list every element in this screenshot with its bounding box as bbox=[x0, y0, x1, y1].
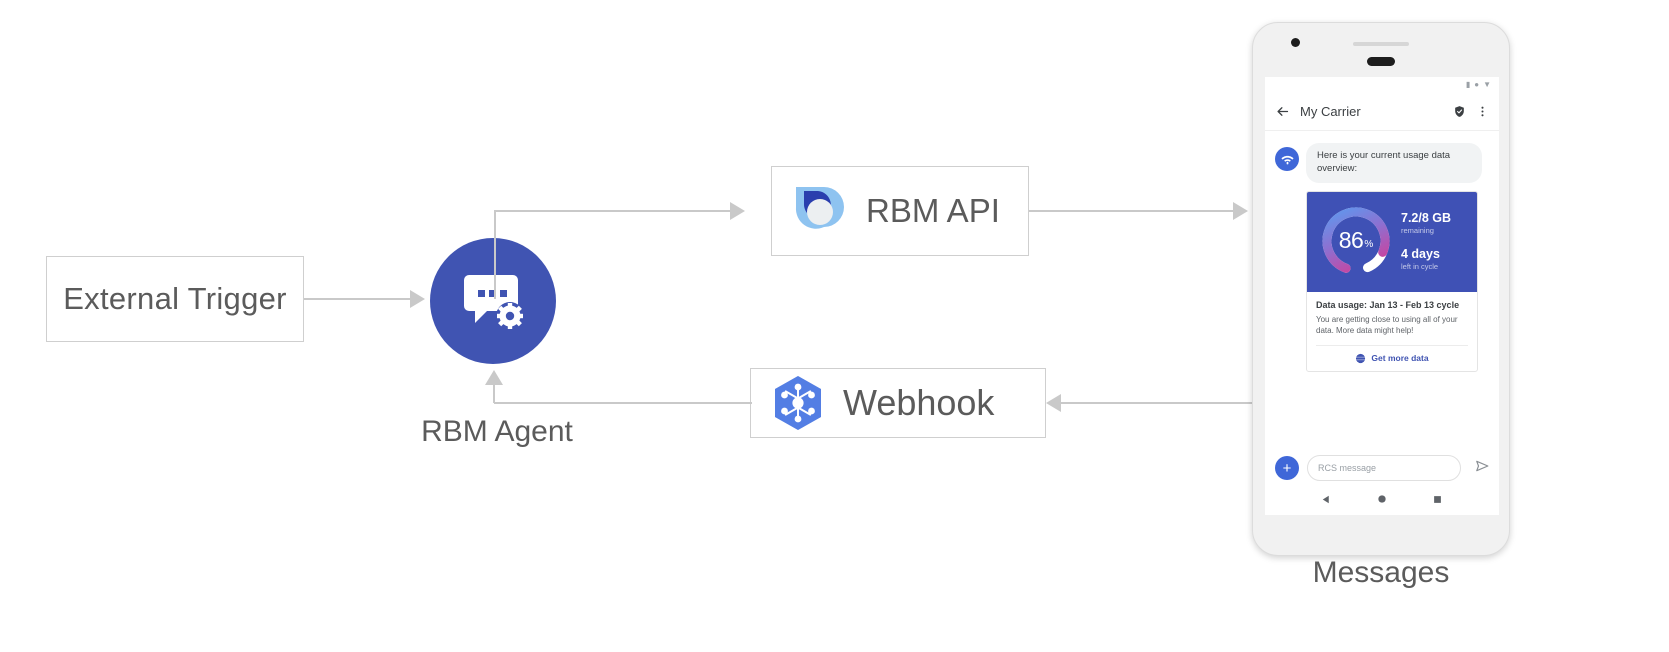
rcs-message-input[interactable]: RCS message bbox=[1307, 455, 1461, 481]
usage-stats: 7.2/8 GB remaining 4 days left in cycle bbox=[1401, 211, 1467, 271]
arrowhead-webhook-to-agent bbox=[485, 370, 503, 385]
back-triangle-icon[interactable] bbox=[1322, 491, 1331, 509]
phone-earpiece bbox=[1367, 57, 1395, 66]
arrowhead-agent-to-rbmapi bbox=[730, 202, 745, 220]
rbm-api-logo-icon bbox=[795, 187, 844, 229]
phone-speaker-grille bbox=[1353, 42, 1409, 46]
node-rbm-agent[interactable] bbox=[430, 238, 556, 364]
node-rbm-api[interactable]: RBM API bbox=[771, 166, 1029, 256]
phone-front-camera bbox=[1291, 38, 1300, 47]
node-webhook[interactable]: Webhook bbox=[750, 368, 1046, 438]
usage-gauge: 86 % bbox=[1317, 202, 1395, 280]
status-bar: ▮ ● ▼ bbox=[1265, 77, 1499, 93]
signal-icon: ▮ bbox=[1465, 80, 1471, 89]
arrowhead-trigger-to-agent bbox=[410, 290, 425, 308]
chat-gear-icon bbox=[464, 275, 524, 330]
connector-agent-up-from-webhook bbox=[493, 385, 495, 403]
webhook-hexagon-icon bbox=[775, 376, 821, 430]
usage-panel: 86 % 7.2/8 GB remaining 4 days left in c… bbox=[1307, 191, 1477, 292]
connector-agent-to-rbmapi bbox=[494, 210, 730, 212]
external-trigger-label: External Trigger bbox=[63, 281, 287, 316]
arrowhead-rbmapi-to-phone bbox=[1233, 202, 1248, 220]
send-icon[interactable] bbox=[1475, 459, 1489, 478]
connector-trigger-to-agent bbox=[304, 298, 410, 300]
data-usage-rich-card[interactable]: 86 % 7.2/8 GB remaining 4 days left in c… bbox=[1306, 190, 1478, 372]
intro-message-bubble: Here is your current usage data overview… bbox=[1306, 143, 1482, 183]
gauge-readout: 86 % bbox=[1317, 202, 1395, 280]
back-arrow-icon[interactable] bbox=[1275, 104, 1290, 119]
rich-card-description: You are getting close to using all of yo… bbox=[1316, 314, 1458, 336]
messages-caption: Messages bbox=[1312, 556, 1450, 589]
gauge-unit: % bbox=[1364, 238, 1374, 250]
connector-phone-to-webhook bbox=[1060, 402, 1256, 404]
android-nav-bar bbox=[1265, 485, 1499, 515]
stat-days-left-label: left in cycle bbox=[1401, 261, 1439, 271]
agent-message-row: Here is your current usage data overview… bbox=[1275, 143, 1489, 183]
app-bar: My Carrier bbox=[1265, 93, 1499, 131]
gauge-value: 86 bbox=[1338, 227, 1364, 254]
verified-shield-icon[interactable] bbox=[1453, 105, 1466, 118]
battery-icon: ▼ bbox=[1483, 80, 1491, 89]
phone-screen: ▮ ● ▼ My Carrier bbox=[1265, 77, 1499, 515]
rcs-agent-icon bbox=[1275, 147, 1299, 171]
wifi-icon: ● bbox=[1474, 80, 1480, 89]
stat-data-remaining-value: 7.2/8 GB bbox=[1401, 210, 1452, 225]
rcs-message-placeholder: RCS message bbox=[1318, 463, 1377, 473]
rbm-agent-caption: RBM Agent bbox=[421, 415, 573, 448]
get-more-data-button[interactable]: Get more data bbox=[1316, 344, 1468, 364]
rbm-api-label: RBM API bbox=[866, 192, 1000, 229]
connector-rbmapi-to-phone bbox=[1029, 210, 1239, 212]
get-more-data-label: Get more data bbox=[1371, 353, 1429, 364]
more-vertical-icon[interactable] bbox=[1476, 105, 1489, 118]
conversation-title: My Carrier bbox=[1300, 104, 1361, 119]
webhook-label: Webhook bbox=[843, 382, 995, 423]
arrowhead-phone-to-webhook bbox=[1046, 394, 1061, 412]
stat-days-left-value: 4 days bbox=[1401, 246, 1440, 261]
rich-card-title: Data usage: Jan 13 - Feb 13 cycle bbox=[1316, 299, 1460, 310]
conversation-area: Here is your current usage data overview… bbox=[1265, 131, 1499, 372]
phone-device: ▮ ● ▼ My Carrier bbox=[1252, 22, 1510, 556]
connector-agent-up bbox=[494, 211, 496, 299]
message-composer: + RCS message bbox=[1265, 455, 1499, 481]
recents-square-icon[interactable] bbox=[1433, 491, 1442, 509]
rich-card-body: Data usage: Jan 13 - Feb 13 cycle You ar… bbox=[1307, 292, 1477, 371]
connector-webhook-to-agent bbox=[494, 402, 752, 404]
home-circle-icon[interactable] bbox=[1377, 491, 1387, 509]
stat-data-remaining-label: remaining bbox=[1401, 225, 1434, 235]
node-external-trigger[interactable]: External Trigger bbox=[46, 256, 304, 342]
globe-icon bbox=[1355, 353, 1366, 363]
plus-icon[interactable]: + bbox=[1275, 456, 1299, 480]
